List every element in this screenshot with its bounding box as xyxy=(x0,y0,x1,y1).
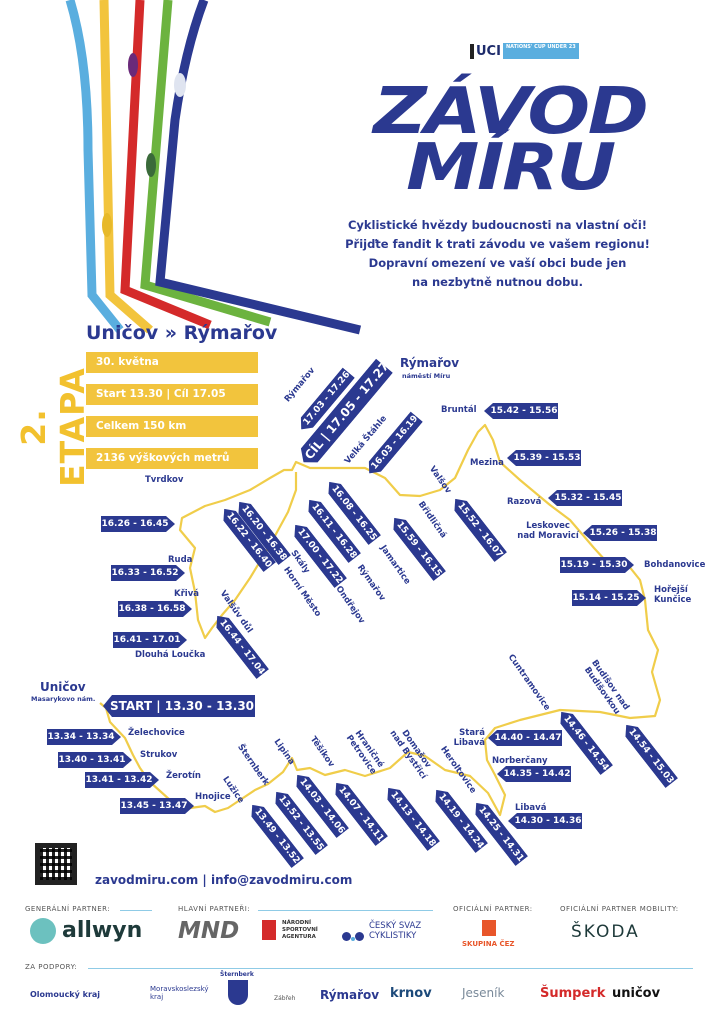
town-label: Uničov xyxy=(40,680,86,694)
olomoucky-kraj-logo: Olomoucký kraj xyxy=(30,990,101,999)
time-flag: 14.30 - 14.36 xyxy=(508,813,582,829)
stage-title: Uničov » Rýmařov xyxy=(86,322,278,344)
sumperk-logo: Šumperk xyxy=(540,986,606,1001)
route-line xyxy=(99,423,662,817)
time-flag: 13.40 - 13.41 xyxy=(58,752,132,768)
tagline: Cyklistické hvězdy budoucnosti na vlastn… xyxy=(345,218,650,289)
time-flag: 16.33 - 16.52 xyxy=(111,565,185,581)
rymarov-logo: Rýmařov xyxy=(320,988,380,1002)
time-flag: 15.14 - 15.25 xyxy=(572,590,646,606)
town-label: Norberčany xyxy=(492,756,548,766)
time-flag: 15.42 - 15.56 xyxy=(484,403,558,419)
town-label: Hořejší Kunčice xyxy=(654,585,692,605)
jesenik-logo: Jeseník xyxy=(462,986,505,1000)
website-contact[interactable]: zavodmiru.com | info@zavodmiru.com xyxy=(95,873,353,887)
time-flag: 14.35 - 14.42 xyxy=(497,766,571,782)
time-flag: 15.19 - 15.30 xyxy=(560,557,634,573)
town-label: Tvrdkov xyxy=(145,475,184,485)
stripes-graphic xyxy=(65,0,362,335)
start-time-flag: START | 13.30 - 13.30 xyxy=(103,695,255,717)
place-label: Masarykovo nám. xyxy=(31,695,96,703)
town-label: Žerotín xyxy=(166,771,201,781)
time-flag: 14.40 - 14.47 xyxy=(488,730,562,746)
time-flag: 15.26 - 15.38 xyxy=(583,525,657,541)
town-label: Hnojice xyxy=(195,792,231,802)
general-partner-label: GENERÁLNÍ PARTNER: xyxy=(25,905,111,913)
town-label: Dlouhá Loučka xyxy=(135,650,206,660)
divider xyxy=(258,910,433,911)
allwyn-logo-icon xyxy=(30,918,56,944)
cez-logo-icon xyxy=(482,920,496,936)
time-flag: 16.38 - 16.58 xyxy=(118,601,192,617)
divider xyxy=(120,910,152,911)
town-label: Libavá xyxy=(515,803,547,813)
stage-distance: Celkem 150 km xyxy=(86,416,258,437)
zabreh-logo: Zábřeh xyxy=(274,995,296,1002)
moravskoslezsky-kraj-logo: Moravskoslezský kraj xyxy=(150,985,209,1001)
town-label: Bohdanovice xyxy=(644,560,706,570)
skoda-logo: ŠKODA xyxy=(571,922,640,942)
time-flag: 13.45 - 13.47 xyxy=(120,798,194,814)
stage-elevation: 2136 výškových metrů xyxy=(86,448,258,469)
town-label: Rýmařov xyxy=(400,356,460,370)
krnov-logo: krnov xyxy=(390,986,432,1001)
divider xyxy=(88,968,693,969)
stage-start-finish: Start 13.30 | Cíl 17.05 xyxy=(86,384,258,405)
town-label: Želechovice xyxy=(128,728,185,738)
mnd-logo: MND xyxy=(178,918,240,944)
time-flag: 15.32 - 15.45 xyxy=(548,490,622,506)
town-label: Mezina xyxy=(470,458,504,468)
time-flag: 15.39 - 15.53 xyxy=(507,450,581,466)
cyclist-icons xyxy=(102,53,186,237)
town-label: Strukov xyxy=(140,750,178,760)
cez-logo: SKUPINA ČEZ xyxy=(462,940,515,948)
csc-logo: ČESKÝ SVAZ CYKLISTIKY xyxy=(369,921,422,941)
time-flag: 13.34 - 13.34 xyxy=(47,729,121,745)
stage-date: 30. května xyxy=(86,352,258,373)
mobility-partner-label: OFICIÁLNÍ PARTNER MOBILITY: xyxy=(560,905,679,913)
town-label: Bruntál xyxy=(441,405,477,415)
town-label: Stará Libavá xyxy=(453,728,485,748)
sternberk-crest xyxy=(228,980,248,1005)
nsa-logo: NÁRODNÍ SPORTOVNÍ AGENTURA xyxy=(282,920,318,940)
route-map xyxy=(99,423,662,817)
support-label: ZA PODPORY: xyxy=(25,963,78,971)
town-label: Leskovec nad Moravicí xyxy=(517,521,579,541)
unicov-logo: uničov xyxy=(612,986,661,1001)
main-partners-label: HLAVNÍ PARTNEŘI: xyxy=(178,905,251,913)
nsa-logo-icon xyxy=(262,920,276,940)
sternberk-logo-label: Šternberk xyxy=(220,971,254,978)
qr-code[interactable] xyxy=(33,841,79,887)
csc-logo-icon xyxy=(342,926,366,941)
town-label: Křivá xyxy=(174,589,199,599)
time-flag: 13.41 - 13.42 xyxy=(85,772,159,788)
official-partner-label: OFICIÁLNÍ PARTNER: xyxy=(453,905,533,913)
time-flag: 16.26 - 16.45 xyxy=(101,516,175,532)
time-flag: 16.41 - 17.01 xyxy=(113,632,187,648)
town-label: Ruda xyxy=(168,555,193,565)
town-label: Razová xyxy=(507,497,542,507)
allwyn-logo: allwyn xyxy=(62,918,143,943)
place-label: náměstí Míru xyxy=(402,372,451,380)
